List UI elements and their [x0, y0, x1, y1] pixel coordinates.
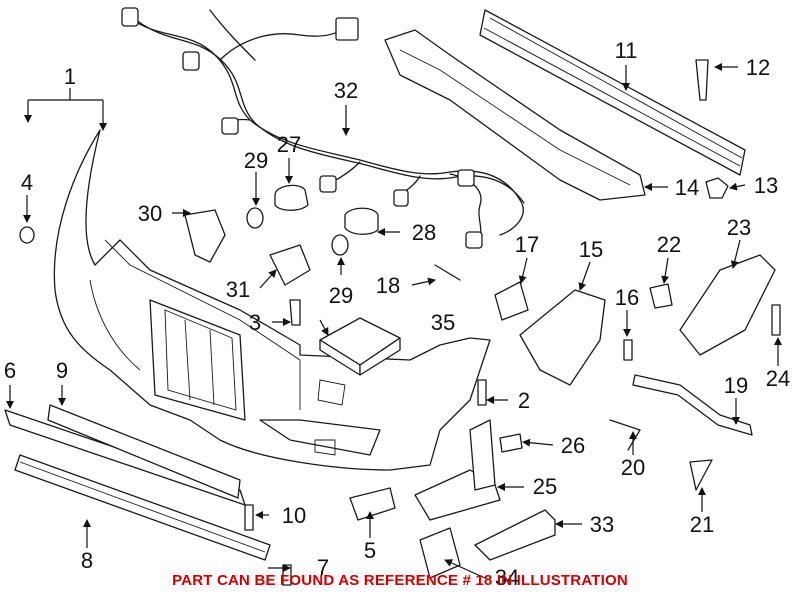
callout-23: 23 [727, 215, 751, 240]
callout-31: 31 [226, 277, 250, 302]
callout-35: 35 [431, 310, 455, 335]
reinforcement-bar [479, 9, 746, 176]
callout-25: 25 [533, 474, 557, 499]
small-parts [19, 59, 781, 586]
callout-19: 19 [724, 373, 748, 398]
callout-12: 12 [746, 55, 770, 80]
callout-numbers: 1 4 6 9 8 10 3 7 5 32 27 29 30 31 29 28 … [4, 38, 790, 590]
callout-28: 28 [412, 220, 436, 245]
absorber-bracket [384, 29, 646, 201]
callout-13: 13 [754, 173, 778, 198]
callout-17: 17 [515, 232, 539, 257]
callout-32: 32 [334, 78, 358, 103]
callout-20: 20 [621, 455, 645, 480]
lower-grille [4, 404, 271, 561]
callout-4: 4 [21, 170, 33, 195]
side-brackets [494, 254, 776, 386]
callout-29b: 29 [329, 283, 353, 308]
callout-18: 18 [376, 273, 400, 298]
callout-6: 6 [4, 358, 16, 383]
bumper-cover [53, 129, 491, 471]
callout-1: 1 [64, 64, 76, 89]
callout-21: 21 [690, 512, 714, 537]
callout-33: 33 [590, 512, 614, 537]
callout-26: 26 [561, 433, 585, 458]
callout-34: 34 [495, 565, 519, 590]
callout-7: 7 [317, 555, 329, 580]
callout-2: 2 [518, 388, 530, 413]
callout-16: 16 [615, 285, 639, 310]
callout-22: 22 [657, 232, 681, 257]
callout-5: 5 [364, 538, 376, 563]
reference-footnote: PART CAN BE FOUND AS REFERENCE # 18 IN I… [172, 572, 628, 589]
callout-29a: 29 [244, 148, 268, 173]
callout-9: 9 [56, 358, 68, 383]
callout-3: 3 [249, 310, 261, 335]
callout-30: 30 [138, 201, 162, 226]
control-module [319, 317, 401, 376]
callout-10: 10 [282, 503, 306, 528]
callout-11: 11 [615, 38, 638, 63]
bracket-strip [632, 374, 753, 436]
callout-8: 8 [81, 548, 93, 573]
leader-lines [6, 63, 782, 579]
callout-27: 27 [277, 132, 301, 157]
wiring-harness [121, 7, 525, 249]
callout-24: 24 [766, 366, 790, 391]
callout-14: 14 [675, 175, 699, 200]
callout-15: 15 [579, 237, 603, 262]
